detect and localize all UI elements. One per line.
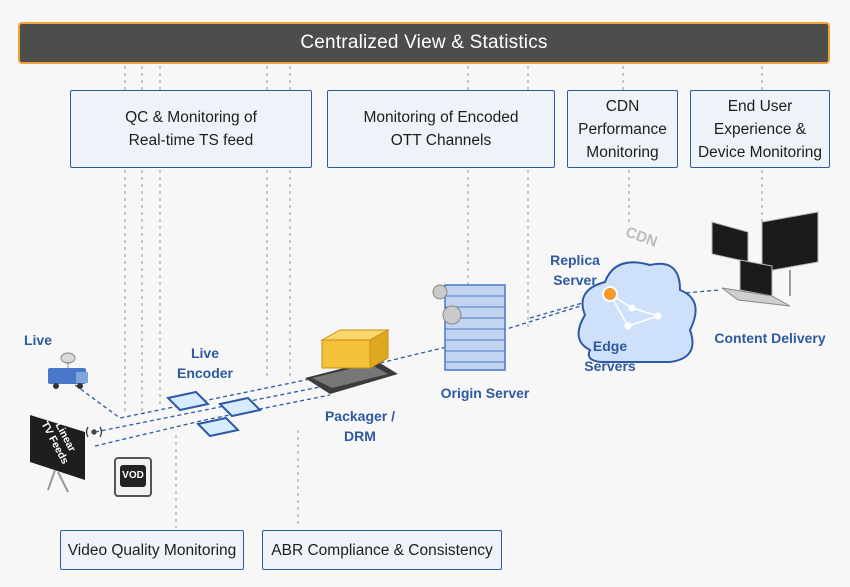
vod-label: VOD [122,470,144,481]
cdn-monitoring-box: CDN Performance Monitoring [567,90,678,168]
cdn-cloud-icon [577,261,697,363]
abr-compliance-box: ABR Compliance & Consistency [262,530,502,570]
header-guides [124,66,763,528]
linear-tv-feeds-icon [30,415,85,493]
cdn-box-line-1: CDN [605,97,640,115]
origin-server-label: Origin Server [440,385,530,401]
live-label: Live [23,332,52,348]
vod-icon [114,457,152,497]
abr-label: ABR Compliance & Consistency [271,541,493,559]
ott-monitoring-box: Monitoring of Encoded OTT Channels [327,90,555,168]
replica-server-label: Replica Server [550,252,600,288]
live-encoder-icon [165,390,263,438]
packager-label: Packager / DRM [324,408,396,444]
qc-monitoring-box: QC & Monitoring of Real-time TS feed [70,90,312,168]
vqm-label: Video Quality Monitoring [67,541,237,559]
ott-box-line-2: OTT Channels [390,132,492,149]
cdn-box-line-3: Monitoring [586,143,659,161]
video-quality-monitoring-box: Video Quality Monitoring [60,530,244,570]
end-user-devices-icon [711,211,819,307]
signal-icon [85,426,103,438]
live-truck-icon [48,352,88,389]
header-title: Centralized View & Statistics [300,32,548,53]
qc-box-line-1: QC & Monitoring of [125,109,257,126]
ott-box-line-1: Monitoring of Encoded [363,109,519,126]
centralized-view-header: Centralized View & Statistics [18,22,830,64]
content-delivery-label: Content Delivery [714,330,826,346]
origin-server-icon [432,284,506,371]
qc-box-line-2: Real-time TS feed [128,132,254,149]
enduser-monitoring-box: End User Experience & Device Monitoring [690,90,830,168]
enduser-box-line-3: Device Monitoring [697,143,823,161]
cdn-box-line-2: Performance [578,120,667,138]
enduser-box-line-2: Experience & [713,120,807,138]
live-encoder-label: Live Encoder [176,345,233,381]
packager-icon [305,329,398,394]
enduser-box-line-1: End User [727,97,793,115]
edge-servers-label: Edge Servers [584,338,636,374]
